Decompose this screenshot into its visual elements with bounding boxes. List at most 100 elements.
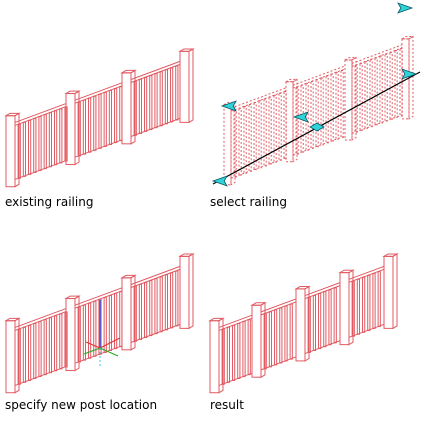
baluster (48, 317, 53, 374)
baluster (48, 112, 53, 168)
post-top (338, 269, 355, 274)
grip-arrow-icon (401, 68, 418, 80)
bottom-rail (14, 366, 67, 386)
baluster (399, 48, 403, 117)
post-side (230, 101, 236, 186)
post-top (284, 78, 299, 83)
baluster (247, 319, 251, 376)
post-front (383, 255, 394, 329)
baluster (340, 69, 344, 138)
baluster (279, 307, 283, 364)
baluster (263, 98, 267, 167)
grip-arrow-icon (211, 175, 228, 187)
top-rail-lower (14, 311, 67, 331)
baluster (242, 321, 246, 378)
post-top (208, 317, 225, 322)
baluster (372, 272, 376, 329)
baluster (164, 274, 169, 331)
railing-segment (260, 298, 297, 371)
railing-post (4, 112, 21, 188)
post-top (178, 48, 195, 52)
baluster (243, 105, 247, 174)
baluster (379, 55, 383, 124)
caption-existing-railing: existing railing (5, 195, 94, 209)
baluster (82, 304, 87, 361)
railing-post (382, 253, 399, 330)
baluster (175, 270, 179, 327)
post-front (251, 304, 262, 378)
railing-post (222, 101, 237, 186)
panel-existing-railing (4, 48, 195, 188)
ucs-y-axis (99, 347, 119, 357)
baluster (159, 276, 163, 333)
railing-segment (230, 87, 287, 179)
baluster (320, 77, 324, 146)
caption-result: result (210, 398, 244, 412)
baluster (278, 92, 282, 161)
post-top (178, 253, 195, 257)
railing-post (120, 274, 137, 351)
top-rail (304, 282, 341, 297)
baluster (33, 322, 37, 379)
railing-segment (348, 265, 385, 338)
baluster (268, 96, 272, 165)
baluster (98, 93, 102, 149)
baluster (359, 62, 363, 131)
baluster (138, 78, 143, 134)
railing-segment (351, 44, 403, 134)
railing-segment (130, 265, 181, 343)
baluster (362, 276, 366, 333)
bottom-rail (14, 160, 67, 180)
post-front (5, 115, 16, 188)
post-front (5, 320, 16, 394)
bottom-rail (292, 135, 346, 156)
post-top (64, 295, 81, 300)
post-top (64, 90, 81, 95)
post-front (209, 320, 220, 394)
grip-arrow-icon (397, 2, 414, 14)
baluster (305, 82, 309, 151)
top-rail (130, 60, 181, 80)
baluster (93, 300, 97, 357)
baluster (367, 274, 371, 331)
post-front (121, 277, 132, 351)
baluster (170, 67, 174, 123)
post-side (392, 253, 398, 330)
baluster (54, 110, 58, 166)
baluster (138, 283, 143, 340)
railing-post (208, 317, 225, 394)
railing-segment (14, 308, 68, 386)
post-side (188, 48, 194, 124)
baluster (335, 71, 339, 140)
post-front (179, 50, 190, 123)
post-side (292, 78, 298, 163)
top-rail (14, 308, 67, 328)
top-rail (218, 314, 253, 328)
baluster (170, 272, 174, 329)
post-top (382, 253, 399, 257)
railing-post (250, 301, 267, 379)
baluster (144, 281, 148, 338)
baluster (258, 100, 262, 169)
baluster (43, 319, 47, 376)
post-top (4, 112, 21, 117)
ucs-x-axis (99, 337, 121, 349)
baluster (318, 293, 322, 350)
top-rail-lower (14, 106, 67, 126)
caption-select-railing: select railing (210, 195, 287, 209)
baluster (226, 326, 231, 383)
grip-arrow-icon (292, 111, 309, 123)
railing-segment (14, 103, 68, 180)
baluster (54, 315, 58, 372)
railing-post (343, 56, 358, 141)
bottom-rail (230, 157, 287, 179)
railing-post (178, 253, 195, 330)
post-front (121, 72, 132, 145)
baluster (175, 65, 179, 121)
baluster (93, 95, 97, 151)
baluster (310, 81, 314, 150)
baluster (43, 114, 47, 170)
baluster (333, 287, 337, 344)
baluster (389, 51, 393, 120)
post-front (223, 104, 232, 186)
